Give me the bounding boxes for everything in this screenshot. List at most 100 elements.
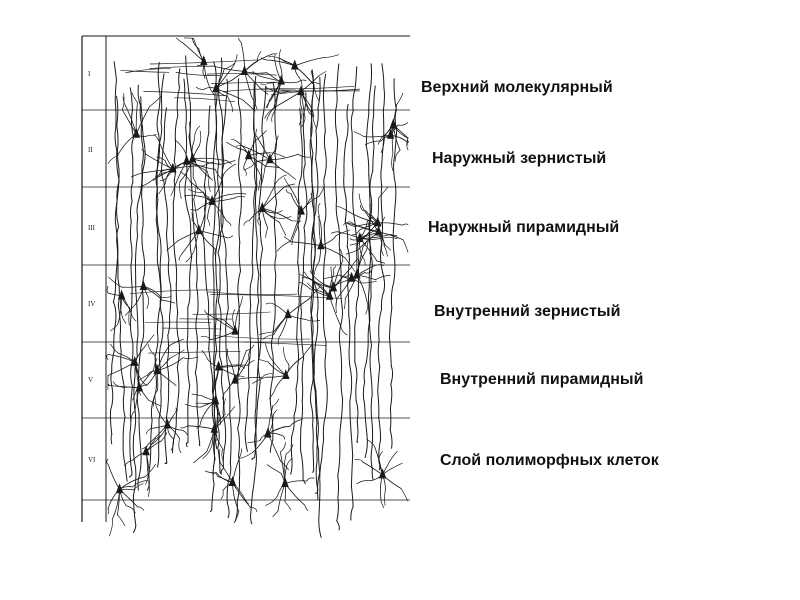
neurite [291, 193, 301, 211]
neurite [138, 507, 144, 511]
neurite [351, 486, 353, 506]
neurite [226, 261, 228, 283]
neurite [336, 199, 337, 220]
neurite [198, 420, 200, 444]
neurite [256, 381, 257, 408]
neurite [381, 245, 383, 255]
neurite [321, 236, 336, 246]
neurite [344, 299, 345, 309]
neurite [130, 317, 132, 342]
neurite [227, 367, 229, 385]
label-external-granular-layer: Наружный зернистый [432, 150, 606, 168]
neurite [266, 344, 270, 357]
neurite [286, 444, 293, 453]
neurite [302, 357, 303, 381]
neurite [199, 131, 200, 146]
neurite [303, 258, 304, 282]
neurite [391, 282, 393, 308]
neurite [231, 139, 237, 141]
neurite [138, 85, 140, 105]
neurite [167, 241, 178, 251]
neurite [393, 208, 395, 231]
neurite [130, 88, 132, 110]
neurite [107, 355, 108, 360]
neurite [181, 426, 188, 428]
neurite [155, 397, 158, 410]
neurite [354, 132, 364, 137]
neurite [318, 203, 320, 215]
neurite [304, 208, 307, 227]
neurite [169, 339, 183, 345]
neurite [335, 110, 337, 140]
neurite [338, 476, 339, 498]
neurite [336, 140, 338, 171]
neurite [158, 448, 159, 467]
neurite [133, 495, 135, 523]
neurite [218, 427, 219, 448]
neurite [131, 241, 132, 265]
neurite [108, 464, 120, 490]
neurite [136, 236, 138, 265]
neurite [371, 395, 372, 417]
neurite [224, 164, 236, 174]
neurite [286, 357, 303, 376]
neurite [168, 260, 170, 286]
label-external-pyramidal-layer: Наружный пирамидный [428, 219, 619, 237]
neurite [215, 319, 216, 349]
neurite [250, 306, 251, 335]
neurite [266, 167, 279, 168]
neurite [210, 509, 212, 511]
neurite [381, 167, 382, 186]
neurite [363, 382, 364, 405]
neurite [279, 50, 280, 65]
neurite [338, 448, 340, 475]
neurite [226, 221, 231, 226]
neurite [372, 469, 373, 479]
neurite [179, 69, 180, 88]
neurite [324, 180, 325, 205]
neurite [173, 408, 176, 416]
neurite [356, 295, 358, 315]
neurite [117, 126, 118, 150]
neurite [370, 64, 371, 91]
neurite [244, 221, 249, 226]
neurite [142, 196, 144, 226]
neurite [307, 478, 314, 481]
neurite [123, 443, 125, 466]
neurite [390, 430, 392, 448]
neurite [260, 76, 281, 81]
neurite [324, 131, 325, 154]
neurite [384, 492, 385, 506]
neurite [319, 484, 320, 514]
neurite [390, 384, 391, 408]
neurite [331, 232, 339, 234]
neurite [357, 481, 370, 484]
neurite [324, 106, 326, 132]
neurite [122, 287, 144, 288]
neurite [255, 164, 256, 185]
neurite [351, 433, 353, 456]
neurite [179, 439, 181, 453]
neurite [124, 460, 133, 466]
neurite [158, 94, 160, 114]
label-polymorphic-layer: Слой полиморфных клеток [440, 452, 659, 470]
neurite [379, 309, 382, 341]
neurite [147, 297, 149, 309]
neurite [355, 315, 357, 335]
neurite [247, 387, 249, 414]
neurite [130, 387, 132, 416]
neurite [388, 451, 397, 465]
neurite [337, 521, 340, 530]
neurite [166, 203, 167, 234]
neurite [333, 266, 336, 273]
neurite [175, 161, 187, 187]
neurite [131, 312, 136, 321]
neurite [267, 465, 281, 474]
neurite [344, 143, 346, 174]
neurite [220, 449, 221, 462]
neurite [204, 62, 209, 85]
neurite [131, 366, 133, 387]
neurite [331, 267, 332, 281]
neurite [366, 302, 368, 314]
neurite [145, 464, 155, 477]
